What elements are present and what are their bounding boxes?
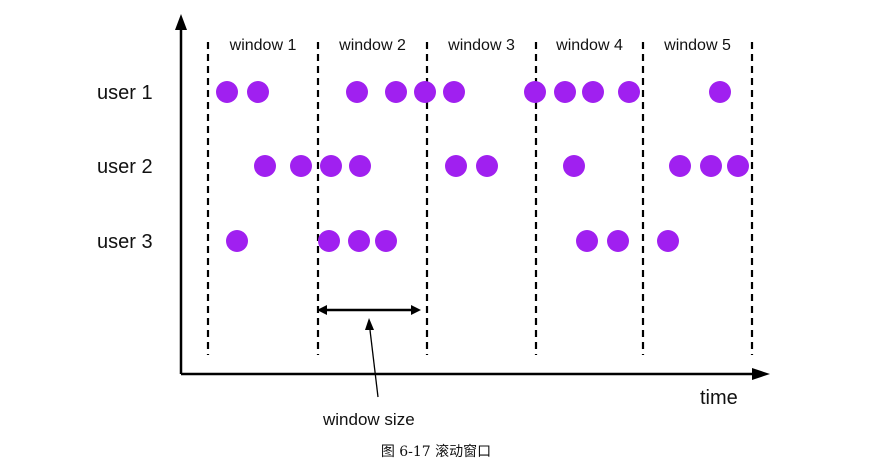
- event-dot-user1-3: [346, 81, 368, 103]
- event-dot-user3-3: [348, 230, 370, 252]
- event-dot-user3-6: [607, 230, 629, 252]
- event-dot-user2-6: [476, 155, 498, 177]
- event-dot-user2-8: [669, 155, 691, 177]
- event-dot-user2-7: [563, 155, 585, 177]
- window-size-annotation: window size: [317, 305, 421, 429]
- window-label-3: window 3: [447, 37, 515, 54]
- event-dot-user1-6: [443, 81, 465, 103]
- window-size-label: window size: [322, 410, 415, 429]
- event-dot-user3-2: [318, 230, 340, 252]
- user-label-1: user 1: [97, 82, 153, 104]
- window-size-pointer-line: [369, 329, 379, 398]
- event-dot-user1-11: [709, 81, 731, 103]
- event-dot-user1-5: [414, 81, 436, 103]
- axes: [175, 14, 770, 380]
- window-labels: window 1 window 2 window 3 window 4 window 5: [229, 37, 731, 54]
- event-dot-user1-2: [247, 81, 269, 103]
- y-axis-arrowhead: [175, 14, 187, 30]
- window-label-4: window 4: [555, 37, 623, 54]
- window-label-1: window 1: [229, 37, 297, 54]
- event-dot-user2-3: [320, 155, 342, 177]
- event-dots: [216, 81, 749, 252]
- event-dot-user1-7: [524, 81, 546, 103]
- x-axis-arrowhead: [752, 368, 770, 380]
- event-dot-user2-2: [290, 155, 312, 177]
- event-dot-user3-5: [576, 230, 598, 252]
- event-dot-user1-8: [554, 81, 576, 103]
- event-dot-user2-1: [254, 155, 276, 177]
- event-dot-user1-9: [582, 81, 604, 103]
- event-dot-user3-7: [657, 230, 679, 252]
- user-label-2: user 2: [97, 156, 153, 178]
- user-labels: user 1 user 2 user 3: [97, 82, 153, 253]
- event-dot-user1-10: [618, 81, 640, 103]
- event-dot-user1-1: [216, 81, 238, 103]
- event-dot-user3-4: [375, 230, 397, 252]
- x-axis-label: time: [700, 387, 738, 409]
- window-size-pointer-arrowhead: [365, 318, 374, 330]
- window-label-5: window 5: [663, 37, 731, 54]
- user-label-3: user 3: [97, 231, 153, 253]
- event-dot-user2-4: [349, 155, 371, 177]
- event-dot-user1-4: [385, 81, 407, 103]
- window-boundaries: [206, 42, 754, 355]
- event-dot-user2-5: [445, 155, 467, 177]
- window-label-2: window 2: [338, 37, 406, 54]
- figure-caption: 图 6-17 滚动窗口: [380, 444, 492, 460]
- event-dot-user2-9: [700, 155, 722, 177]
- event-dot-user2-10: [727, 155, 749, 177]
- event-dot-user3-1: [226, 230, 248, 252]
